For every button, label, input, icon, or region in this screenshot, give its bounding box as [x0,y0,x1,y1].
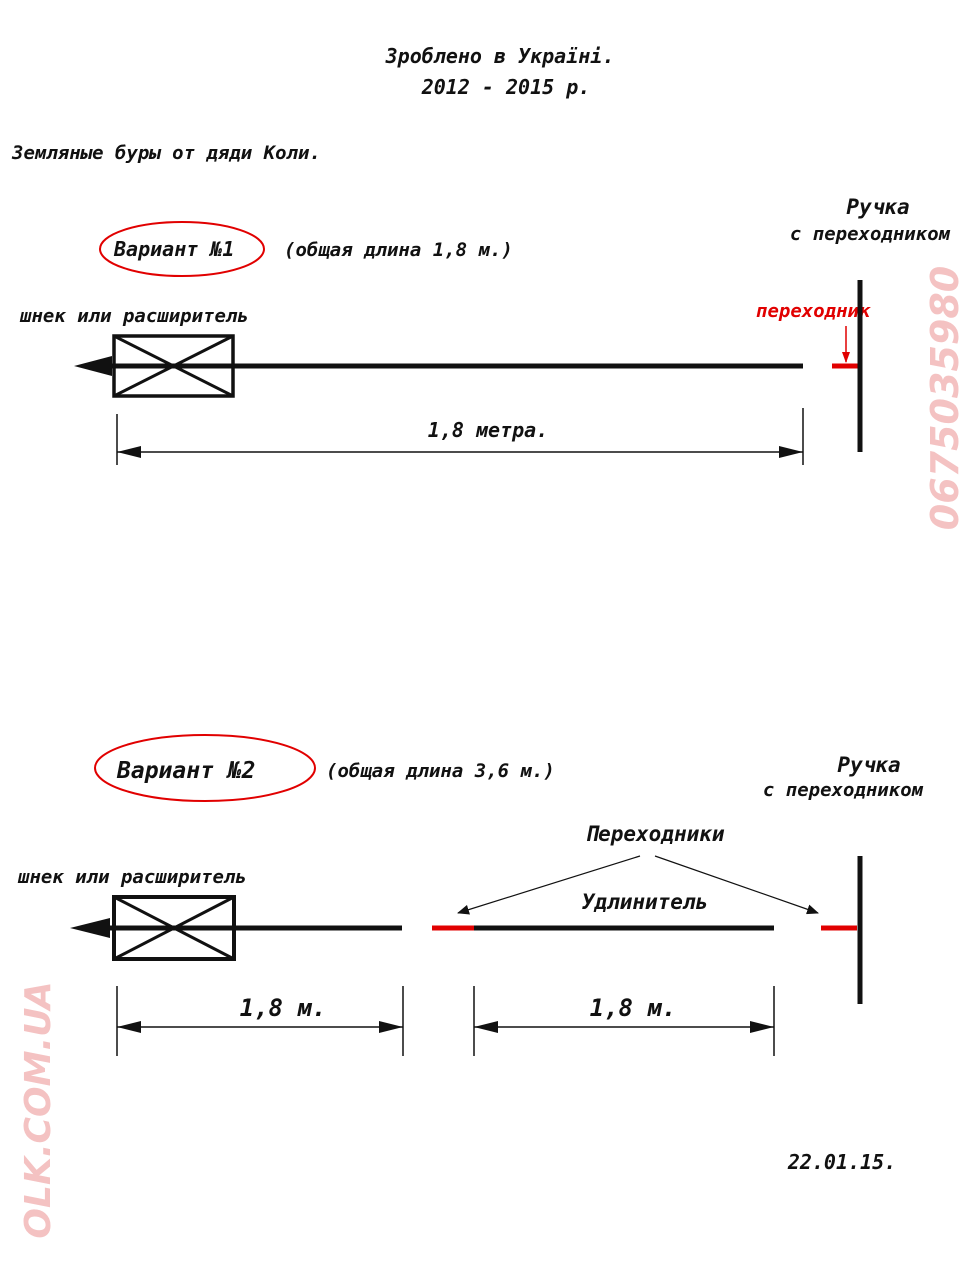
variant-2-dimension-1-arrow-right [379,1021,403,1033]
variant-2-handle-label-2: с переходником [763,779,924,801]
phone-watermark: 0675035980 [923,266,967,530]
header-line-1: Зроблено в Україні. [385,44,615,68]
variant-1-auger-box [112,334,235,398]
variant-2-total-length: (общая длина 3,6 м.) [326,760,555,782]
variant-1-dimension-arrow-left [117,446,141,458]
variant-2-adapters-pointer-right [654,855,819,915]
date-label: 22.01.15. [787,1150,896,1174]
variant-2-highlight-ellipse [94,734,316,802]
variant-1-title: Вариант №1 [113,237,234,261]
variant-2-adapters-label: Переходники [585,822,724,846]
variant-1-dimension-arrow-right [779,446,803,458]
variant-2-extension-label: Удлинитель [582,890,708,914]
variant-1-dimension-label: 1,8 метра. [428,418,548,442]
variant-2-auger-label: шнек или расширитель [17,866,247,888]
header-line-2: 2012 - 2015 р. [421,75,591,99]
variant-1-tip-arrowhead [74,356,112,376]
variant-1-handle-label-2: с переходником [790,223,951,245]
variant-1-handle-label-1: Ручка [846,195,909,219]
site-watermark: OLK.COM.UA [18,981,59,1238]
variant-2-dimension-2-arrow-right [750,1021,774,1033]
variant-2-adapters-pointer-left [457,855,641,915]
variant-1-highlight-ellipse [99,221,265,277]
variant-2-title: Вариант №2 [116,758,255,784]
variant-1-adapter-pointer-arrowhead [842,352,850,363]
variant-2-auger-box [112,895,236,961]
subtitle: Земляные буры от дяди Коли. [11,142,321,164]
variant-2-dimension-2-arrow-left [474,1021,498,1033]
variant-1-auger-label: шнек или расширитель [19,305,249,327]
variant-2-dimension-1-arrow-left [117,1021,141,1033]
variant-1-adapter-label: переходник [756,300,871,322]
variant-2-tip-arrowhead [70,918,110,938]
variant-2-dimension-2-label: 1,8 м. [590,994,677,1022]
variant-1-total-length: (общая длина 1,8 м.) [284,239,513,261]
variant-2-handle-label-1: Ручка [837,753,900,777]
variant-2-dimension-1-label: 1,8 м. [240,994,327,1022]
